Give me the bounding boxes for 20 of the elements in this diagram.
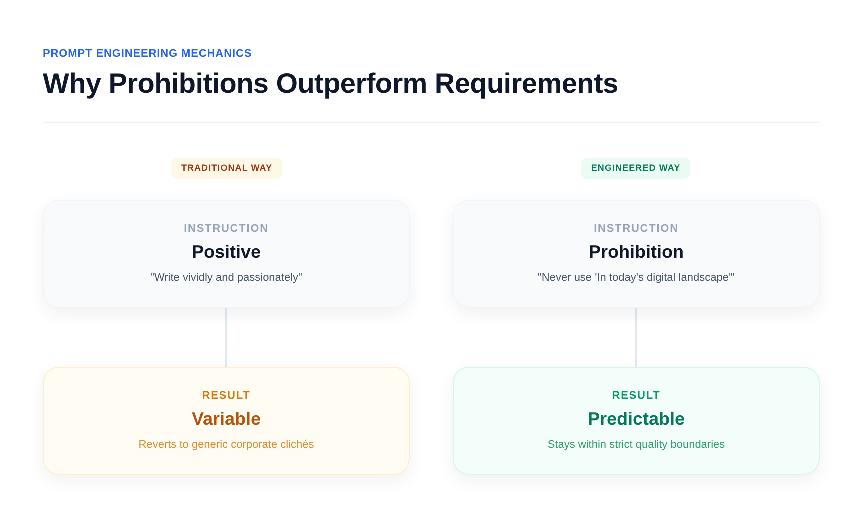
result-card <box>43 367 410 475</box>
category-badge: ENGINEERED WAY <box>581 158 691 179</box>
result-card <box>453 367 820 475</box>
instruction-card <box>43 200 410 308</box>
card-heading: Variable <box>190 408 262 431</box>
card-heading: Predictable <box>586 408 686 431</box>
card-heading: Prohibition <box>588 241 685 264</box>
section-eyebrow: PROMPT ENGINEERING MECHANICS <box>43 47 252 61</box>
instruction-card <box>453 200 820 308</box>
card-eyebrow: RESULT <box>611 389 662 403</box>
card-description: Stays within strict quality boundaries <box>546 438 726 453</box>
card-description: Reverts to generic corporate clichés <box>138 438 316 453</box>
card-description: "Never use 'In today's digital landscape'" <box>537 271 736 286</box>
card-eyebrow: INSTRUCTION <box>593 222 680 236</box>
category-badge: TRADITIONAL WAY <box>171 158 283 179</box>
card-description: "Write vividly and passionately" <box>150 271 304 286</box>
card-heading: Positive <box>190 241 262 264</box>
card-eyebrow: INSTRUCTION <box>183 222 270 236</box>
card-eyebrow: RESULT <box>201 389 252 403</box>
page-title: Why Prohibitions Outperform Requirements <box>43 67 618 101</box>
